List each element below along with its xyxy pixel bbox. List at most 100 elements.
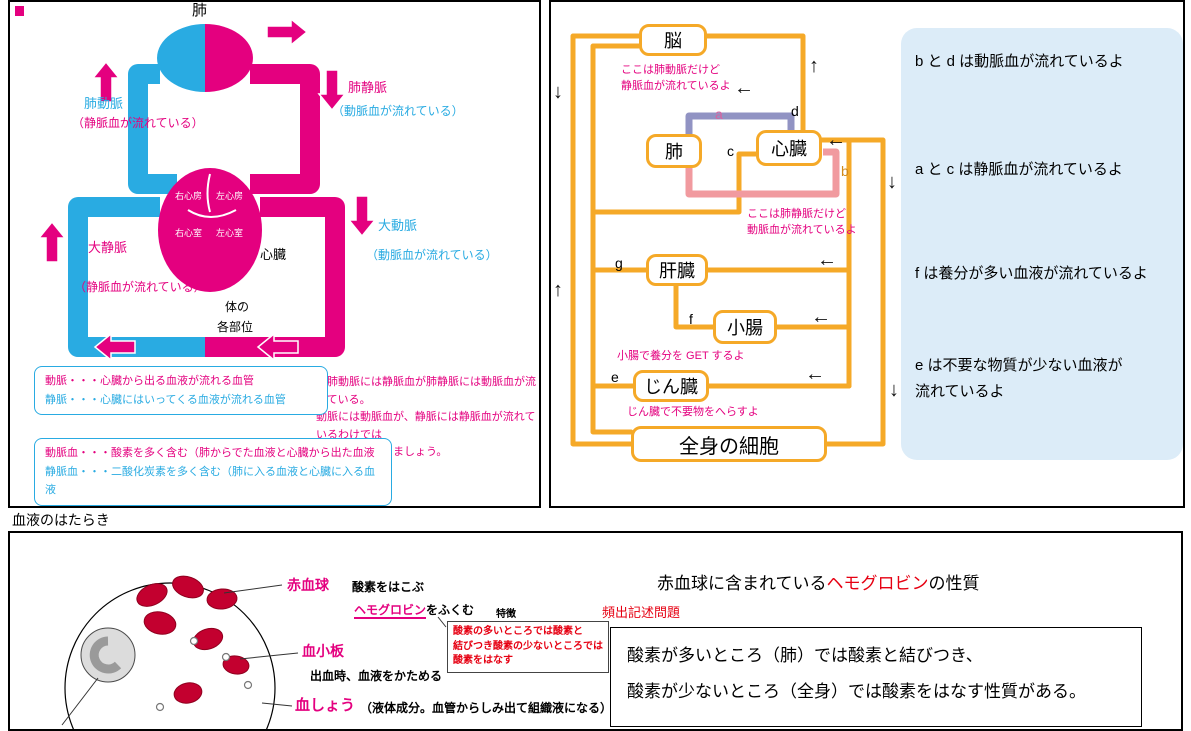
- vena-cava-note: （静脈血が流れている）: [74, 280, 206, 294]
- organ-box-intestine: 小腸: [713, 310, 777, 344]
- organ-box-lung: 肺: [646, 134, 702, 168]
- flow-arrow-up-icon: ↑: [553, 279, 563, 301]
- vessel-letter-e: e: [611, 369, 619, 385]
- body-parts-label-line1: 体の: [225, 300, 250, 314]
- hemoglobin-suffix: をふくむ: [426, 603, 475, 617]
- feature-line-2: 結びつき酸素の少ないところでは: [453, 640, 603, 652]
- heart-septum-line: [206, 173, 211, 213]
- vessel-letter-g: g: [615, 255, 623, 271]
- red-blood-cell: [143, 611, 177, 635]
- plasma-pointer-line: [261, 702, 293, 707]
- pulmonary-vein-channel: [685, 148, 840, 198]
- platelet-label: 血小板: [302, 643, 344, 659]
- answer-line-1: 酸素が多いところ（肺）では酸素と結びつき、: [627, 646, 983, 665]
- body-cells-label: 全身の細胞: [679, 435, 779, 458]
- info-line-3: f は養分が多い血液が流れているよ: [915, 265, 1148, 282]
- organ-circuit-diagram: [570, 33, 886, 447]
- flow-arrow-right-icon: [266, 17, 309, 47]
- note-pulmonary-vein-line2: 動脈血が流れているよ: [747, 224, 857, 236]
- red-blood-cell: [172, 575, 204, 599]
- vessel-letter-b: b: [841, 163, 849, 179]
- hemoglobin-label-line: ヘモグロビンをふくむ: [354, 603, 475, 619]
- artery-definition: 動脈・・・心臓から出る血液が流れる血管: [45, 375, 254, 387]
- pointer-lines: [61, 584, 447, 726]
- right-atrium-label: 右心房: [175, 191, 203, 201]
- vena-cava-vessel: [68, 197, 215, 357]
- heart-label: 心臓: [260, 247, 287, 262]
- flow-arrow-left-icon: ←: [734, 77, 754, 99]
- platelet: [189, 636, 199, 646]
- body-parts-label-line2: 各部位: [217, 320, 254, 334]
- platelet: [243, 680, 253, 690]
- vessel-letter-f: f: [689, 311, 693, 327]
- intestine-label: 小腸: [727, 318, 763, 338]
- info-line-2: a と c は静脈血が流れているよ: [915, 161, 1123, 178]
- hemoglobin-label: ヘモグロビン: [354, 603, 427, 619]
- brain-heart-line: [704, 33, 806, 133]
- brain-label: 脳: [664, 31, 682, 51]
- flow-arrow-up-icon: [91, 60, 121, 103]
- lung-shape-right: [205, 24, 253, 92]
- pulmonary-artery-channel: [685, 112, 795, 134]
- outer-left-trunk: [570, 33, 642, 447]
- note-pulmonary-artery-line1: ここは肺動脈だけど: [621, 64, 720, 76]
- info-line-4b: 流れているよ: [915, 383, 1005, 400]
- flow-arrow-up-icon: [37, 220, 67, 263]
- aorta-line: [819, 137, 886, 447]
- hemoglobin-section-title: 赤血球に含まれているヘモグロビンの性質: [657, 573, 980, 594]
- organ-box-heart: 心臓: [756, 130, 822, 166]
- feature-line-3: 酸素をはなす: [453, 655, 513, 666]
- rbc-label: 赤血球: [287, 577, 329, 593]
- heart-circulation-panel: 肺 肺動脈 （静脈血が流れている） 肺静脈 （動脈血が流れている） 右心房 左心…: [8, 0, 541, 508]
- lung-label: 肺: [192, 2, 208, 19]
- red-blood-cells: [136, 575, 250, 704]
- platelet: [221, 652, 231, 662]
- pulmonary-artery-vessel: [128, 64, 177, 194]
- flow-arrow-left-icon: ←: [826, 129, 846, 151]
- lung-label: 肺: [665, 142, 683, 162]
- rbc-pointer-line: [223, 584, 283, 594]
- blood-drop-circle: [64, 582, 276, 729]
- inner-left-trunk: [590, 43, 642, 435]
- blood-components-panel: 赤血球 酸素をはこぶ ヘモグロビンをふくむ 特徴 酸素の多いところでは酸素と 結…: [8, 531, 1183, 731]
- aorta-label: 大動脈: [378, 218, 418, 233]
- caution-line-1: ※肺動脈には静脈血が肺静脈には動脈血が流れている。: [316, 376, 536, 406]
- white-blood-cell: [80, 627, 136, 683]
- heart-shape: [158, 168, 262, 292]
- wbc-pointer-line: [61, 677, 99, 726]
- pulmonary-vein-label: 肺静脈: [348, 80, 388, 95]
- pulmonary-vein-note: （動脈血が流れている）: [332, 104, 464, 118]
- blood-cells-diagram: [61, 575, 447, 729]
- note-intestine: 小腸で養分を GET するよ: [617, 350, 745, 362]
- faq-label: 頻出記述問題: [602, 605, 681, 620]
- pulmonary-artery-label: 肺動脈: [84, 96, 124, 111]
- hemoglobin-feature-box: 酸素の多いところでは酸素と 結びつき酸素の少ないところでは 酸素をはなす: [447, 621, 609, 673]
- arterial-blood-definition: 動脈血・・・酸素を多く含む（肺からでた血液と心臓から出た血液: [45, 447, 375, 459]
- info-line-4a: e は不要な物質が少ない血液が: [915, 357, 1123, 374]
- note-kidney: じん臓で不要物をへらすよ: [627, 406, 759, 418]
- red-blood-cell: [206, 588, 238, 610]
- organ-box-kidney: じん臓: [633, 370, 709, 402]
- vessel-letter-d: d: [791, 103, 799, 119]
- vena-cava-label: 大静脈: [88, 240, 128, 255]
- vessel-letter-a: a: [715, 106, 723, 122]
- flow-arrow-left-icon: ←: [811, 306, 831, 328]
- pulmonary-artery-note: （静脈血が流れている）: [72, 116, 204, 130]
- red-blood-cell: [222, 655, 250, 675]
- flow-arrow-left-icon: [256, 332, 299, 362]
- platelets: [155, 636, 253, 712]
- platelet: [155, 702, 165, 712]
- title-pre: 赤血球に含まれている: [657, 574, 827, 593]
- vessel-letter-c: c: [727, 143, 734, 159]
- organ-box-brain: 脳: [639, 24, 707, 56]
- organ-box-body-cells: 全身の細胞: [631, 426, 827, 462]
- blood-info-panel: b と d は動脈血が流れているよ a と c は静脈血が流れているよ f は養…: [901, 28, 1183, 460]
- kidney-label: じん臓: [644, 377, 698, 397]
- note-pulmonary-vein-line1: ここは肺静脈だけど: [747, 208, 846, 220]
- vein-definition: 静脈・・・心臓にはいってくる血液が流れる血管: [45, 393, 286, 406]
- blood-type-definition-box: 動脈血・・・酸素を多く含む（肺からでた血液と心臓から出た血液 静脈血・・・二酸化…: [34, 438, 392, 507]
- left-atrium-label: 左心房: [216, 191, 244, 201]
- lung-shape-left: [157, 24, 205, 92]
- plasma-label: 血しょう: [295, 697, 356, 714]
- answer-line-2: 酸素が少ないところ（全身）では酸素をはなす性質がある。: [627, 681, 1086, 701]
